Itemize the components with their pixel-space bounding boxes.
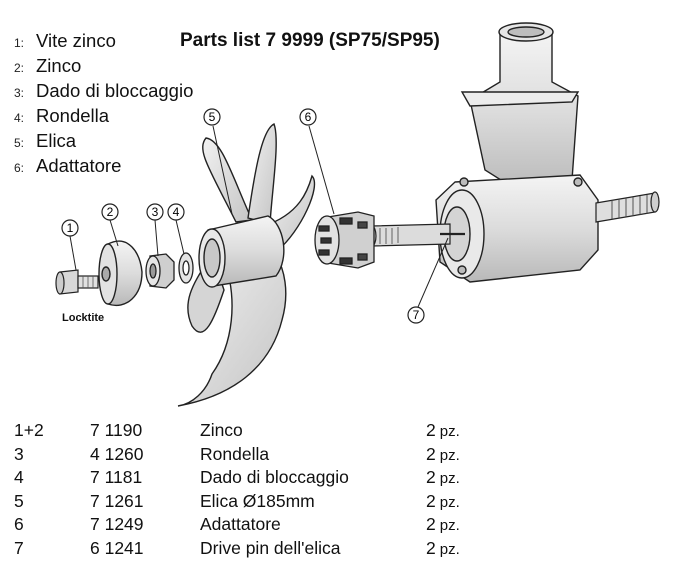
legend-item: 1: Vite zinco <box>14 30 193 55</box>
quantity-value: 2 <box>426 537 436 558</box>
description-cell: Rondella <box>200 443 270 464</box>
callout-3: 3 <box>146 203 164 221</box>
quantity-value: 2 <box>426 467 436 487</box>
code-cell: 7 1249 <box>90 514 144 534</box>
callout-4: 4 <box>167 203 185 221</box>
propeller-part <box>177 123 316 407</box>
legend-number: 3: <box>14 86 25 100</box>
lock-nut-part <box>145 253 175 289</box>
code-cell: 6 1241 <box>90 537 144 558</box>
quantity-value: 2 <box>426 443 436 464</box>
description-cell: Drive pin dell'elica <box>200 537 341 558</box>
legend-item: 3: Dado di bloccaggio <box>14 80 193 105</box>
quantity-unit: pz. <box>439 423 460 440</box>
legend-label: Vite zinco <box>36 30 116 51</box>
legend-label: Adattatore <box>36 155 122 176</box>
legend-label: Dado di bloccaggio <box>36 80 194 101</box>
adapter-part <box>314 211 375 269</box>
code-cell: 4 1260 <box>90 443 144 464</box>
svg-text:2: 2 <box>107 205 114 219</box>
code-cell: 7 1261 <box>90 490 144 511</box>
svg-text:3: 3 <box>152 205 159 219</box>
callout-5: 5 <box>203 108 221 126</box>
svg-text:1: 1 <box>67 221 74 235</box>
svg-text:6: 6 <box>305 110 312 124</box>
description-cell: Elica Ø185mm <box>200 490 315 511</box>
callout-markers: 1 2 3 4 5 6 7 <box>61 108 425 324</box>
legend-number: 1: <box>14 36 25 50</box>
quantity-unit: pz. <box>439 446 460 464</box>
legend-number: 4: <box>14 111 25 125</box>
legend-number: 5: <box>14 136 25 150</box>
exploded-diagram: 1 2 3 4 5 6 7 <box>55 22 660 407</box>
quantity-value: 2 <box>426 490 436 511</box>
code-cell: 7 1190 <box>90 420 143 440</box>
callout-6: 6 <box>299 108 317 126</box>
position-cell: 1+2 <box>14 420 44 440</box>
quantity-value: 2 <box>426 420 436 440</box>
legend-label: Zinco <box>36 55 82 76</box>
legend-number: 6: <box>14 161 25 175</box>
quantity-unit: pz. <box>439 493 460 511</box>
quantity-unit: pz. <box>439 517 460 534</box>
legend-list: 1: Vite zinco 2: Zinco 3: Dado di bloccaggi… <box>14 30 193 180</box>
position-cell: 4 <box>14 467 24 487</box>
description-cell: Dado di bloccaggio <box>200 467 349 487</box>
quantity-unit: pz. <box>439 540 460 558</box>
quantity-unit: pz. <box>439 470 460 487</box>
position-cell: 5 <box>14 490 24 511</box>
page-title: Parts list 7 9999 (SP75/SP95) <box>180 30 440 51</box>
locktite-label: Locktite <box>62 312 105 324</box>
position-cell: 6 <box>14 514 24 534</box>
zinc-anode-part <box>98 240 143 306</box>
washer-part <box>178 252 194 284</box>
position-cell: 3 <box>14 443 24 464</box>
svg-text:7: 7 <box>413 308 420 322</box>
legend-label: Rondella <box>36 105 110 126</box>
drive-leg-housing <box>435 22 599 283</box>
legend-item: 2: Zinco <box>14 55 193 80</box>
legend-item: 6: Adattatore <box>14 155 193 180</box>
quantity-value: 2 <box>426 514 436 534</box>
description-cell: Adattatore <box>200 514 281 534</box>
legend-item: 5: Elica <box>14 130 193 155</box>
position-cell: 7 <box>14 537 24 558</box>
description-cell: Zinco <box>200 420 243 440</box>
legend-label: Elica <box>36 130 77 151</box>
input-shaft <box>595 191 660 223</box>
propeller-shaft <box>367 223 465 247</box>
legend-number: 2: <box>14 61 25 75</box>
svg-text:5: 5 <box>209 110 216 124</box>
callout-7: 7 <box>407 306 425 324</box>
leader-lines <box>69 125 449 308</box>
legend-item: 4: Rondella <box>14 105 193 130</box>
code-cell: 7 1181 <box>90 467 143 487</box>
zinc-screw-part <box>55 269 99 295</box>
callout-2: 2 <box>101 203 119 221</box>
callout-1: 1 <box>61 219 79 237</box>
svg-text:4: 4 <box>173 205 180 219</box>
